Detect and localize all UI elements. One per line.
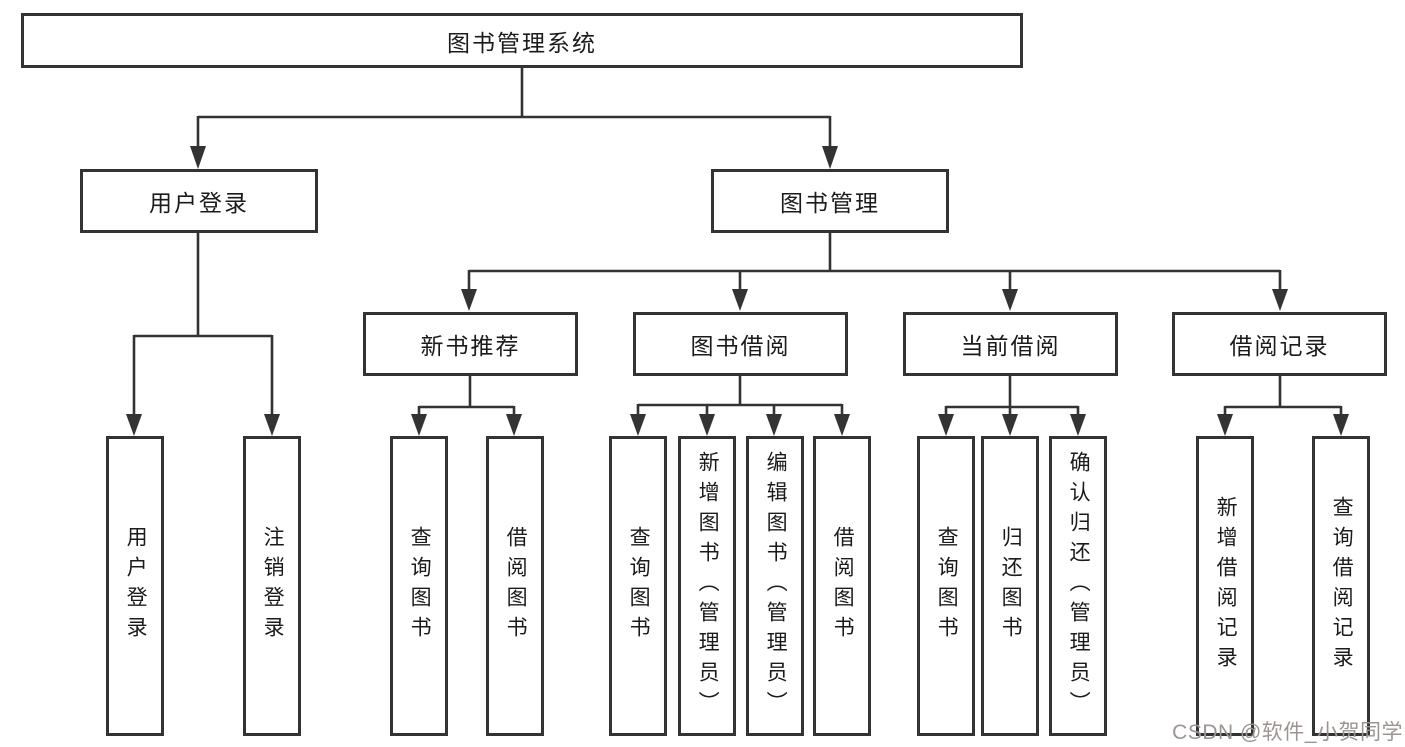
node-book-borrowing: 图书借阅 (633, 312, 848, 376)
leaf-edit-book-admin-label: 编辑图书（管理员） (764, 451, 788, 721)
leaf-query-borrow-record: 查询借阅记录 (1312, 436, 1370, 736)
leaf-add-book-admin: 新增图书（管理员） (678, 436, 736, 736)
node-borrowing-records: 借阅记录 (1172, 312, 1387, 376)
leaf-user-login: 用户登录 (106, 436, 164, 736)
node-book-management: 图书管理 (711, 169, 949, 233)
leaf-query-books-recommend-label: 查询图书 (408, 526, 432, 646)
node-book-management-system: 图书管理系统 (21, 13, 1023, 68)
leaf-return-books: 归还图书 (981, 436, 1039, 736)
node-user-login: 用户登录 (80, 169, 318, 233)
leaf-borrow-books: 借阅图书 (813, 436, 871, 736)
leaf-query-books-current-label: 查询图书 (935, 526, 959, 646)
leaf-query-books-borrowing-label: 查询图书 (627, 526, 651, 646)
leaf-query-borrow-record-label: 查询借阅记录 (1330, 496, 1354, 676)
leaf-confirm-return-admin-label: 确认归还（管理员） (1067, 451, 1091, 721)
leaf-add-borrow-record: 新增借阅记录 (1196, 436, 1254, 736)
csdn-watermark: CSDN @软件_小贺同学 (1172, 721, 1403, 744)
leaf-edit-book-admin: 编辑图书（管理员） (746, 436, 804, 736)
leaf-query-books-borrowing: 查询图书 (609, 436, 667, 736)
leaf-borrow-books-recommend: 借阅图书 (486, 436, 544, 736)
leaf-user-login-label: 用户登录 (124, 526, 148, 646)
leaf-query-books-current: 查询图书 (917, 436, 975, 736)
leaf-return-books-label: 归还图书 (999, 526, 1023, 646)
node-new-book-recommend: 新书推荐 (363, 312, 578, 376)
leaf-borrow-books-recommend-label: 借阅图书 (504, 526, 528, 646)
leaf-logout: 注销登录 (243, 436, 301, 736)
leaf-borrow-books-label: 借阅图书 (831, 526, 855, 646)
leaf-add-book-admin-label: 新增图书（管理员） (696, 451, 720, 721)
leaf-confirm-return-admin: 确认归还（管理员） (1049, 436, 1107, 736)
leaf-add-borrow-record-label: 新增借阅记录 (1214, 496, 1238, 676)
node-current-borrowing: 当前借阅 (903, 312, 1118, 376)
arrowheads (126, 146, 1349, 436)
leaf-query-books-recommend: 查询图书 (390, 436, 448, 736)
leaf-logout-label: 注销登录 (261, 526, 285, 646)
